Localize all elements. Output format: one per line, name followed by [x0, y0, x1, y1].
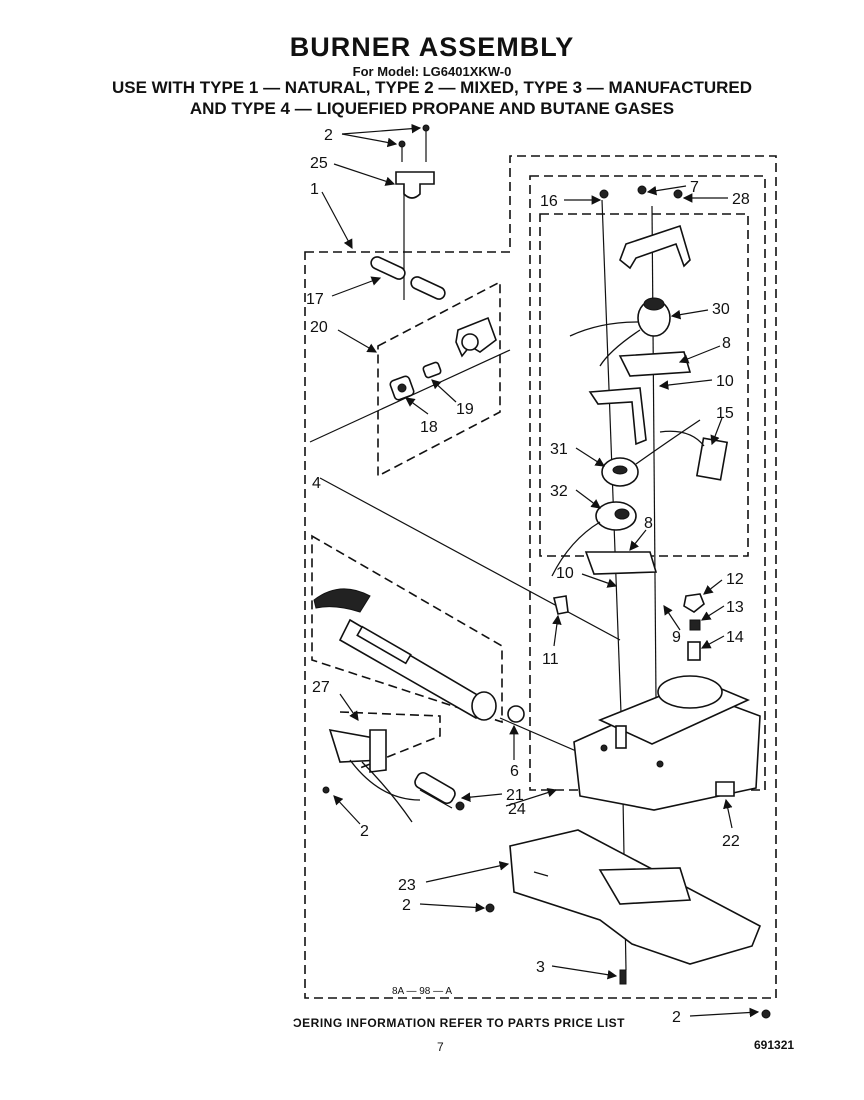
callout-10: 10 — [556, 565, 574, 582]
callout-22: 22 — [722, 833, 740, 850]
callout-labels: 2 25 1 17 20 18 19 4 27 6 21 2 16 7 28 3… — [306, 127, 750, 1026]
booster-coil-part — [551, 501, 658, 577]
gas-type-line-2: AND TYPE 4 — LIQUEFIED PROPANE AND BUTAN… — [189, 99, 675, 118]
fitting-part — [715, 781, 735, 797]
callout-11: 11 — [542, 651, 559, 668]
callout-31: 31 — [550, 441, 568, 458]
coil-bracket-part — [588, 387, 647, 446]
callout-13: 13 — [726, 599, 744, 616]
coil-group-boundary — [539, 213, 749, 557]
callout-14: 14 — [726, 629, 744, 646]
igniter-housing-outline — [377, 280, 501, 478]
valve-assembly-boundary — [529, 175, 766, 791]
callout-25: 25 — [310, 155, 328, 172]
model-number: For Model: LG6401XKW-0 — [352, 64, 512, 79]
diagram-title: BURNER ASSEMBLY — [289, 32, 575, 62]
document-number: 691321 — [754, 1038, 795, 1052]
gas-type-line-1: USE WITH TYPE 1 — NATURAL, TYPE 2 — MIXE… — [111, 78, 753, 97]
ordering-information-note: ƆERING INFORMATION REFER TO PARTS PRICE … — [293, 1016, 626, 1030]
callout-2: 2 — [402, 897, 411, 914]
orifice-nut-part — [389, 361, 442, 401]
secondary-coil-part — [569, 224, 692, 377]
callout-2: 2 — [672, 1009, 681, 1026]
callout-16: 16 — [540, 193, 558, 210]
callout-21: 21 — [506, 787, 524, 804]
callout-19: 19 — [456, 401, 474, 418]
leader-arrows — [321, 123, 760, 1018]
screws — [322, 185, 771, 1019]
callout-15: 15 — [716, 405, 734, 422]
callout-24: 24 — [508, 801, 526, 818]
callout-27: 27 — [312, 679, 330, 696]
callout-10: 10 — [716, 373, 734, 390]
gas-valve-part — [573, 675, 761, 811]
primary-coil-part — [601, 419, 701, 487]
callout-2: 2 — [360, 823, 369, 840]
callout-4: 4 — [312, 475, 321, 492]
wire-connector-part — [659, 430, 729, 481]
callout-7: 7 — [690, 179, 699, 196]
callout-17: 17 — [306, 291, 324, 308]
assembly-boundary — [304, 155, 777, 999]
callout-32: 32 — [550, 483, 568, 500]
mounting-bracket-part — [509, 829, 762, 965]
flame-sensor-outline — [339, 711, 441, 769]
burner-tube-part — [313, 588, 497, 721]
drawing-code: 8A — 98 — A — [392, 986, 452, 997]
callout-12: 12 — [726, 571, 744, 588]
nut-part — [507, 705, 525, 723]
valve-seat-parts — [683, 593, 705, 661]
callout-8: 8 — [722, 335, 731, 352]
alignment-line — [319, 477, 621, 641]
callout-6: 6 — [510, 763, 519, 780]
callout-1: 1 — [310, 181, 319, 198]
bracket-clamp-part — [395, 124, 435, 199]
igniter-part — [414, 771, 465, 811]
callout-18: 18 — [420, 419, 438, 436]
burner-outline — [311, 534, 503, 724]
callout-9: 9 — [672, 629, 681, 646]
alignment-line — [651, 205, 657, 701]
callout-20: 20 — [310, 319, 328, 336]
igniter-bracket-part — [328, 728, 421, 823]
callout-8: 8 — [644, 515, 653, 532]
igniter-fitting-part — [455, 316, 497, 358]
callout-3: 3 — [536, 959, 545, 976]
callout-30: 30 — [712, 301, 730, 318]
orifice-tube-part — [370, 256, 446, 300]
terminal-part — [553, 595, 569, 615]
callout-2: 2 — [324, 127, 333, 144]
page-number: 7 — [437, 1040, 444, 1054]
callout-28: 28 — [732, 191, 750, 208]
callout-23: 23 — [398, 877, 416, 894]
